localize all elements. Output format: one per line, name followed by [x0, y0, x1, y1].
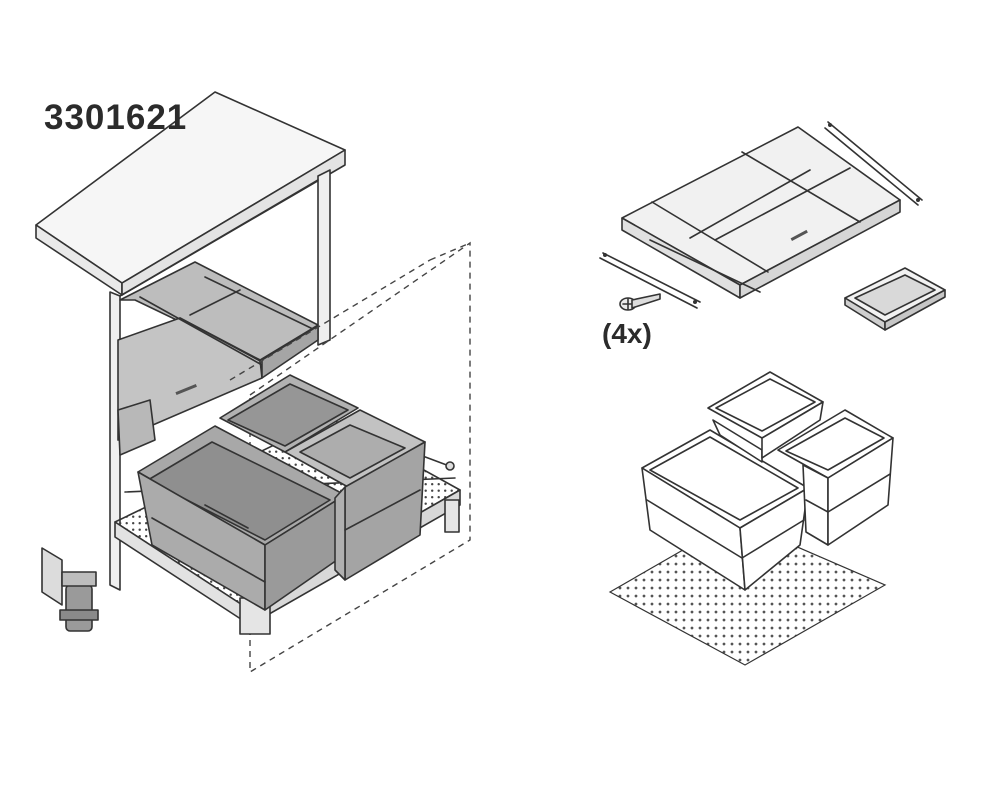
- rear-waste-bin: [219, 374, 359, 453]
- mounting-rail-left: [599, 252, 701, 309]
- organizer-tray-part: [621, 126, 901, 299]
- screw-quantity-label: (4x): [602, 318, 652, 349]
- medium-bin-part: [777, 409, 894, 546]
- large-waste-bin: [137, 425, 346, 611]
- worktop: [35, 91, 346, 296]
- cabinet-body: [41, 169, 331, 632]
- small-bin-part: [707, 371, 824, 463]
- mounting-rail-right: [824, 121, 923, 206]
- part-number: 3301621: [44, 98, 188, 137]
- screw-icon: [619, 293, 661, 311]
- top-organizer-tray: [117, 261, 319, 456]
- large-bin-part: [641, 429, 809, 591]
- small-accessory-tray: [844, 267, 946, 331]
- small-waste-bin-with-lid: [284, 409, 426, 581]
